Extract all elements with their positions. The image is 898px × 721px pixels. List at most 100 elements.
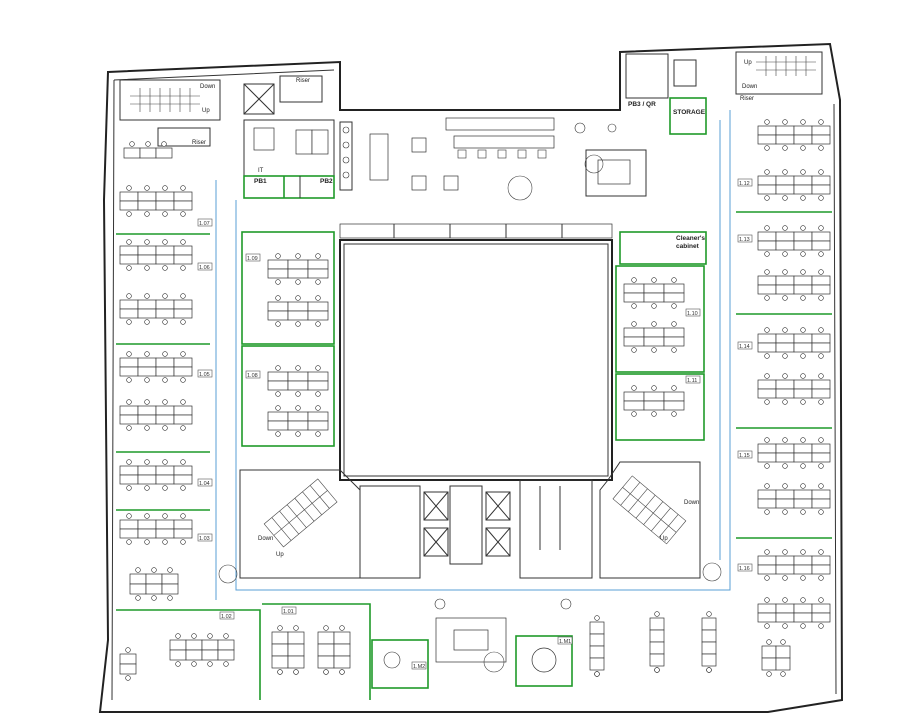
chair bbox=[126, 513, 132, 519]
chair bbox=[782, 483, 788, 489]
chair bbox=[764, 169, 770, 175]
chair bbox=[764, 251, 770, 257]
chair bbox=[207, 661, 213, 667]
chair bbox=[135, 567, 141, 573]
desk bbox=[287, 371, 309, 382]
chair bbox=[782, 437, 788, 443]
desk bbox=[649, 641, 665, 655]
chair bbox=[782, 597, 788, 603]
desk bbox=[793, 240, 813, 251]
chair bbox=[339, 625, 345, 631]
desk bbox=[589, 633, 605, 647]
desk bbox=[701, 653, 717, 667]
chair bbox=[782, 575, 788, 581]
riser-label-b: Riser bbox=[192, 140, 206, 146]
desk bbox=[307, 259, 329, 270]
room-tag-1-07: 1.07 bbox=[199, 221, 210, 227]
desk bbox=[137, 254, 157, 265]
room-tag-1-13: 1.13 bbox=[739, 237, 750, 243]
chair bbox=[180, 293, 186, 299]
chair bbox=[651, 303, 657, 309]
desk bbox=[775, 379, 795, 390]
desk bbox=[775, 603, 795, 614]
chair bbox=[782, 509, 788, 515]
desk bbox=[333, 631, 351, 645]
desk bbox=[217, 649, 235, 661]
desk bbox=[307, 310, 329, 321]
chair bbox=[800, 597, 806, 603]
chair bbox=[126, 265, 132, 271]
chair bbox=[125, 647, 131, 653]
desk bbox=[757, 564, 777, 575]
chair bbox=[782, 145, 788, 151]
desk bbox=[811, 184, 831, 195]
desk bbox=[169, 649, 187, 661]
chair bbox=[782, 549, 788, 555]
chair bbox=[800, 251, 806, 257]
chair bbox=[162, 377, 168, 383]
desk bbox=[287, 380, 309, 391]
desk bbox=[793, 275, 813, 286]
chair bbox=[167, 567, 173, 573]
chair bbox=[162, 539, 168, 545]
desk bbox=[137, 366, 157, 377]
chair bbox=[594, 615, 600, 621]
chair bbox=[631, 411, 637, 417]
desk bbox=[173, 519, 193, 530]
desk bbox=[775, 443, 795, 454]
desk bbox=[643, 283, 665, 294]
desk bbox=[137, 299, 157, 310]
chair bbox=[295, 321, 301, 327]
room-tag-1-06: 1.06 bbox=[199, 265, 210, 271]
chair bbox=[144, 425, 150, 431]
chair bbox=[162, 399, 168, 405]
desk bbox=[137, 465, 157, 476]
chair bbox=[151, 567, 157, 573]
chair bbox=[800, 483, 806, 489]
down-label-a: Down bbox=[200, 84, 215, 90]
chair bbox=[818, 225, 824, 231]
chair bbox=[764, 195, 770, 201]
desk bbox=[589, 645, 605, 659]
chair bbox=[191, 633, 197, 639]
desk bbox=[811, 284, 831, 295]
chair bbox=[780, 639, 786, 645]
desk bbox=[137, 245, 157, 256]
desk bbox=[793, 231, 813, 242]
chair bbox=[126, 377, 132, 383]
desk bbox=[267, 420, 289, 431]
chair bbox=[818, 327, 824, 333]
chair bbox=[651, 411, 657, 417]
chair bbox=[764, 575, 770, 581]
desk bbox=[701, 629, 717, 643]
desk bbox=[663, 283, 685, 294]
desk bbox=[793, 612, 813, 623]
desk bbox=[793, 284, 813, 295]
desk bbox=[307, 411, 329, 422]
chair bbox=[818, 169, 824, 175]
pb2-label: PB2 bbox=[320, 178, 333, 185]
desk bbox=[663, 336, 685, 347]
desk bbox=[663, 400, 685, 411]
chair bbox=[654, 611, 660, 617]
desk bbox=[643, 327, 665, 338]
desk bbox=[287, 411, 309, 422]
desk bbox=[643, 400, 665, 411]
chair bbox=[295, 431, 301, 437]
chair bbox=[144, 399, 150, 405]
chair bbox=[782, 251, 788, 257]
chair bbox=[315, 391, 321, 397]
desk bbox=[811, 612, 831, 623]
desk bbox=[173, 528, 193, 539]
chair bbox=[144, 319, 150, 325]
desk bbox=[643, 292, 665, 303]
chair bbox=[818, 195, 824, 201]
chair bbox=[126, 239, 132, 245]
desk bbox=[317, 643, 335, 657]
room-tag-1-15: 1.15 bbox=[739, 453, 750, 459]
desk bbox=[155, 254, 175, 265]
plants bbox=[218, 154, 722, 584]
chair bbox=[129, 141, 135, 147]
room-tag-1-03: 1.03 bbox=[199, 536, 210, 542]
desk bbox=[811, 498, 831, 509]
